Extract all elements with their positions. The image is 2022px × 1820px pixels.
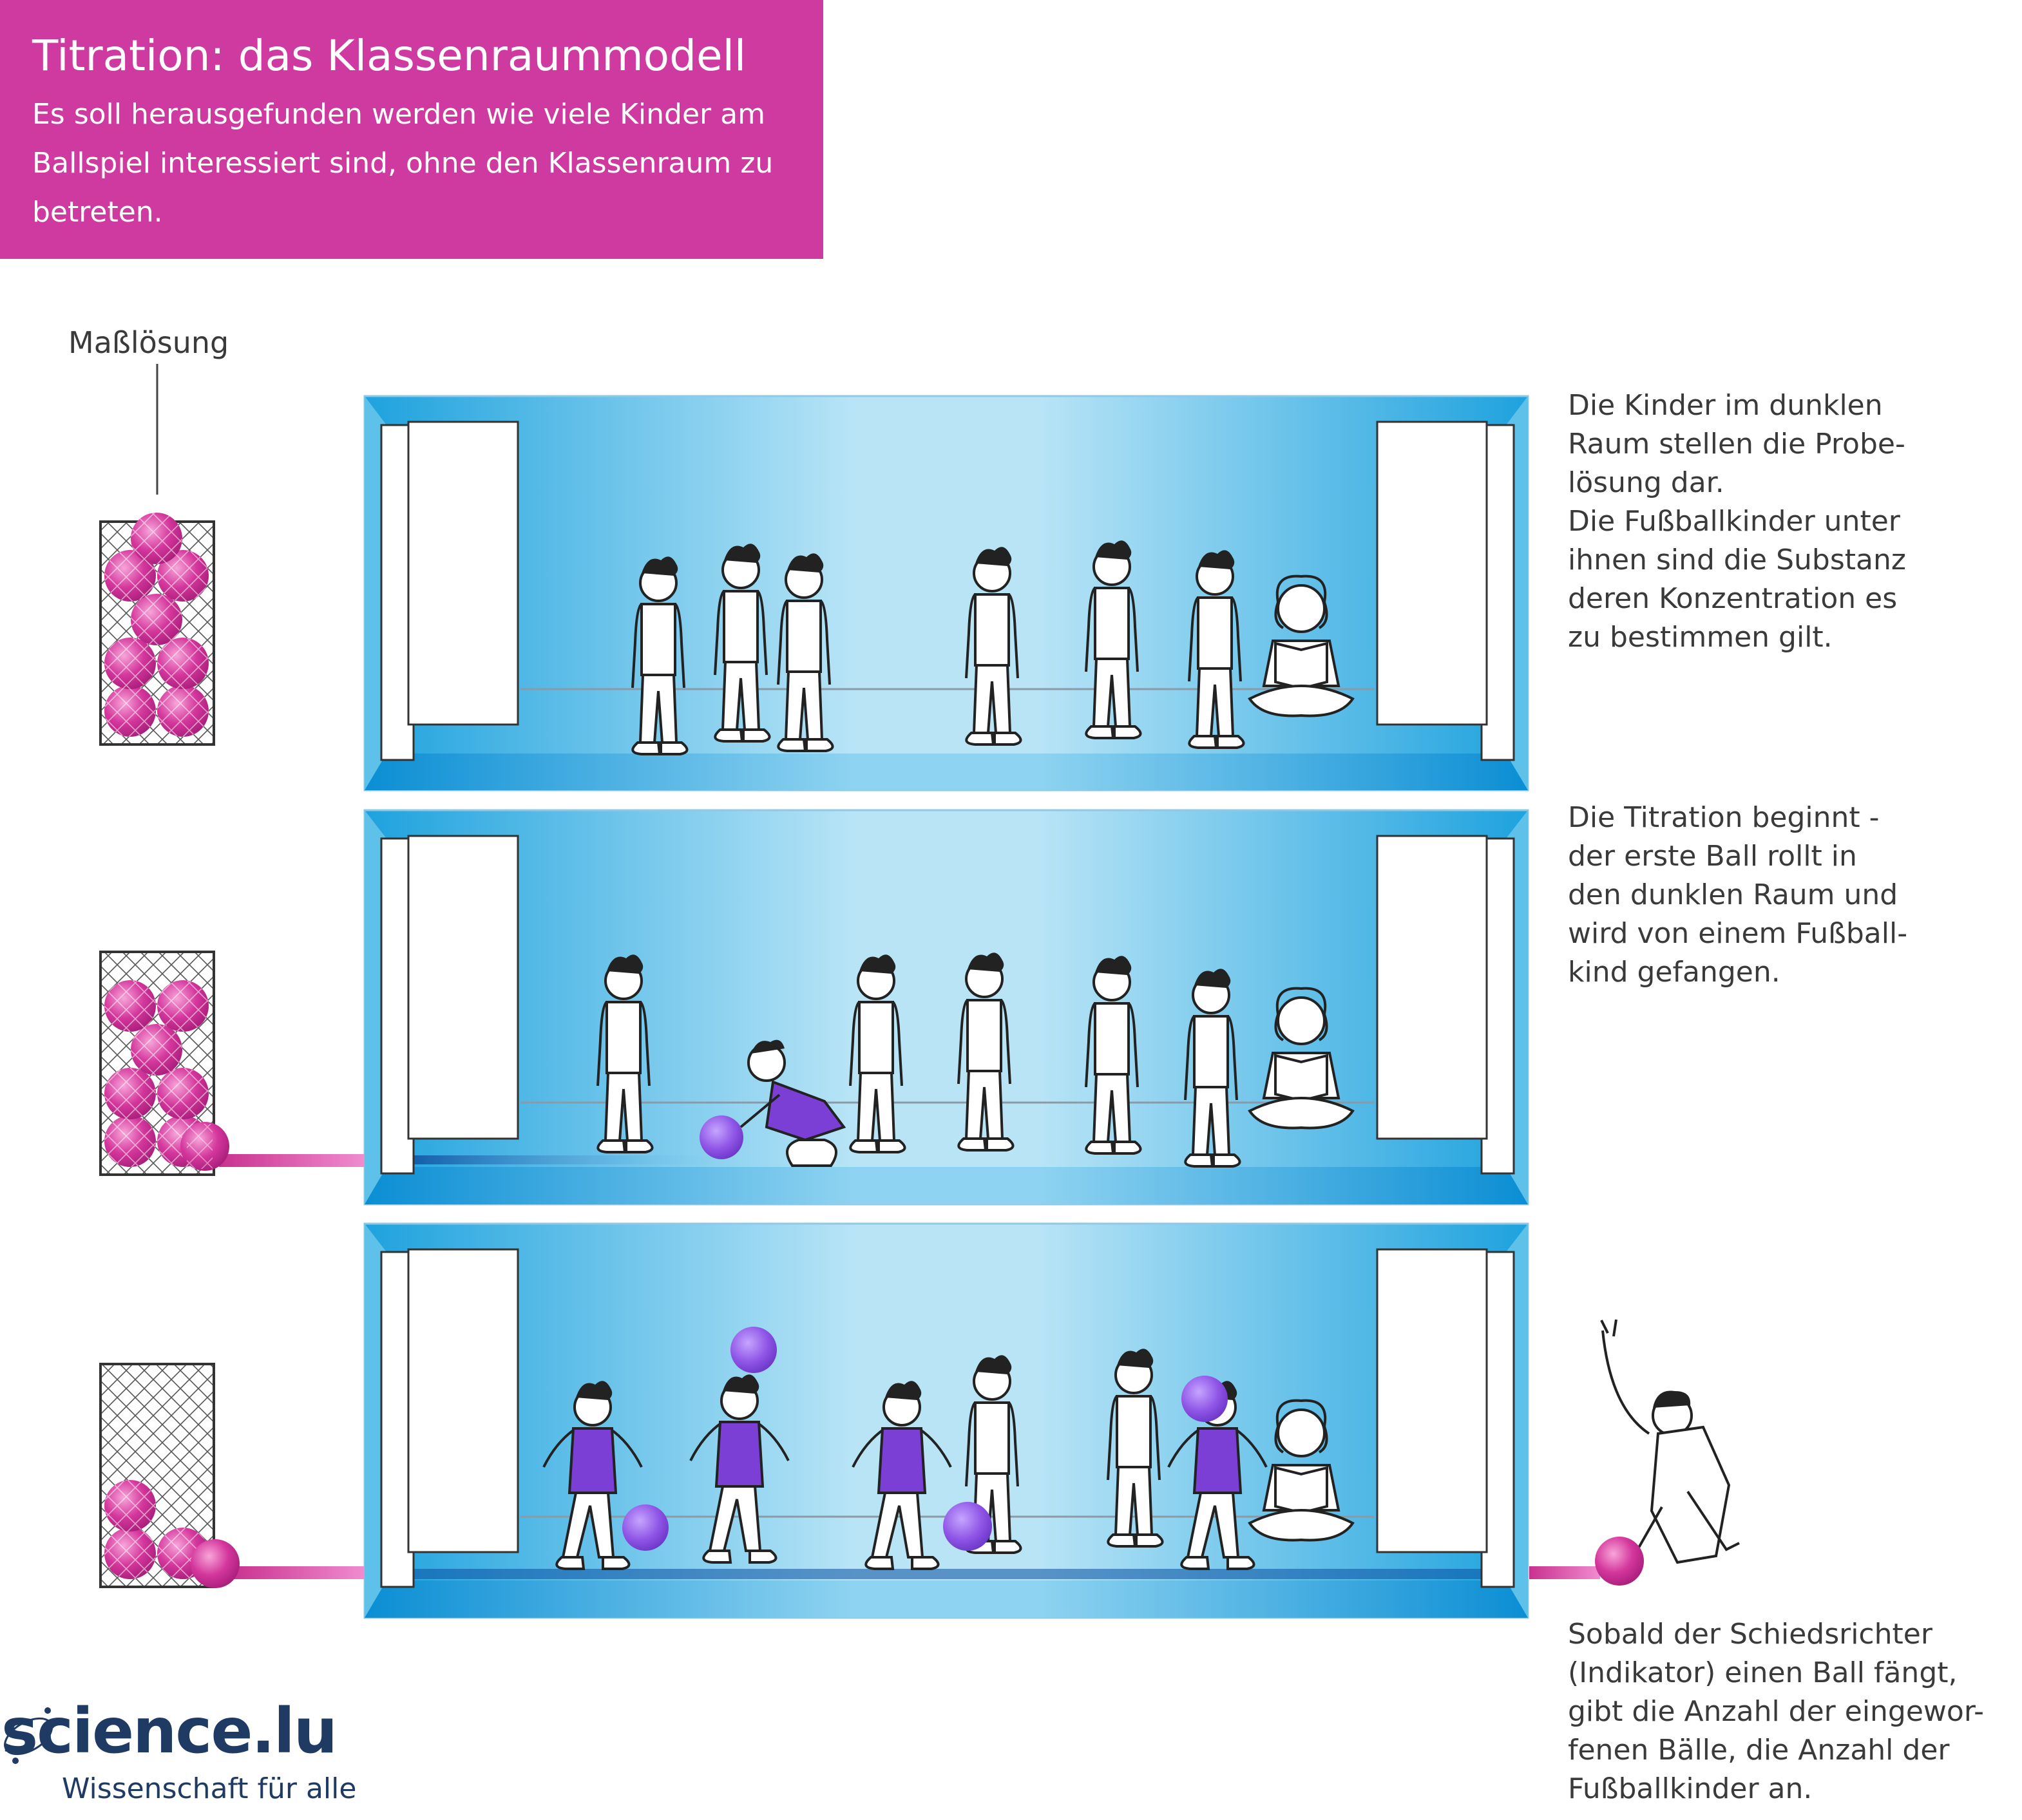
title-banner: Titration: das Klassenraummodell Es soll… <box>0 0 823 259</box>
room-panel-2 <box>363 809 1529 1206</box>
ball-mesh-overlay <box>104 980 156 1032</box>
ball-mesh-overlay <box>104 1068 156 1119</box>
burette-icon <box>99 951 365 1176</box>
ball-icon <box>943 1502 992 1551</box>
room-panel-1 <box>363 395 1529 792</box>
ball-mesh-overlay <box>104 1115 156 1167</box>
logo-tagline: Wissenschaft für alle <box>62 1772 357 1805</box>
child-figure <box>739 1039 846 1167</box>
referee-figure <box>1529 1319 1740 1586</box>
door-icon <box>380 1248 519 1588</box>
ball-mesh-overlay <box>104 1528 156 1579</box>
door-icon <box>1376 421 1515 761</box>
ball-mesh-overlay <box>104 638 156 689</box>
page-title: Titration: das Klassenraummodell <box>32 31 747 81</box>
door-icon <box>380 835 519 1175</box>
ball-icon <box>730 1327 777 1373</box>
ball-mesh-overlay <box>104 685 156 737</box>
ball-icon <box>700 1115 743 1159</box>
burette-label: Maßlösung <box>68 325 229 360</box>
ball-icon <box>1595 1537 1644 1586</box>
ball-mesh-overlay <box>104 1480 156 1531</box>
room-panel-3 <box>363 1222 1529 1619</box>
door-icon <box>380 421 519 761</box>
burette-icon <box>99 1363 365 1588</box>
ball-icon <box>1181 1376 1228 1422</box>
ball-mesh-overlay <box>157 685 209 737</box>
caption-2: Die Titration beginnt - der erste Ball r… <box>1568 801 1908 989</box>
ball-mesh-overlay <box>131 513 182 564</box>
caption-3: Sobald der Schiedsrichter (Indikator) ei… <box>1568 1618 1984 1805</box>
ball-mesh-overlay <box>104 550 156 602</box>
ball-mesh-overlay <box>157 638 209 689</box>
page-subtitle: Es soll herausgefunden werden wie viele … <box>32 98 774 229</box>
caption-1: Die Kinder im dunklen Raum stellen die P… <box>1568 389 1906 654</box>
ball-mesh-overlay <box>157 1068 209 1119</box>
ball-mesh-overlay <box>157 550 209 602</box>
door-icon <box>1376 835 1515 1175</box>
door-icon <box>1376 1248 1515 1588</box>
logo-wordmark: science.lu <box>1 1695 338 1767</box>
ball-icon <box>622 1504 669 1551</box>
ball-mesh-overlay <box>157 980 209 1032</box>
logo-orbit-icon <box>4 1707 53 1764</box>
burette-icon <box>99 513 215 746</box>
ball-mesh-overlay <box>131 594 182 645</box>
ball-mesh-overlay <box>131 1024 182 1076</box>
